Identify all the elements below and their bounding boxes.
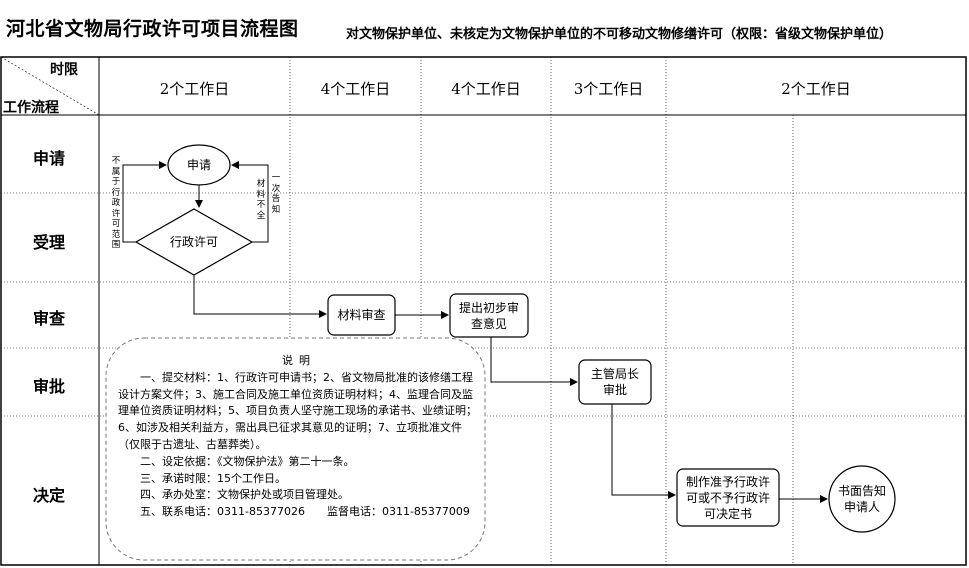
page-title: 河北省文物局行政许可项目流程图	[6, 18, 299, 40]
notes-box	[105, 337, 486, 561]
notify-node: 书面告知申请人	[837, 484, 886, 514]
license-decision-node: 行政许可	[169, 235, 218, 249]
decision-node: 制作准予行政许可或不予行政许可决定书	[685, 474, 770, 521]
table-border	[0, 56, 967, 566]
initial-opinion-node: 提出初步审查意见	[458, 300, 519, 331]
director-approval-shape	[578, 359, 652, 405]
column-header-1: 2个工作日	[159, 80, 230, 98]
column-header-2: 4个工作日	[320, 80, 391, 98]
column-header-3: 4个工作日	[451, 80, 521, 98]
notes-item-office: 四、承办处室：文物保护处或项目管理处。	[140, 488, 349, 502]
side-note-out-of-scope: 不属于行政许可范围	[111, 156, 121, 250]
initial-opinion-shape	[449, 293, 529, 338]
material-review-node: 材料审查	[337, 308, 386, 322]
row-header-accept: 受理	[32, 233, 65, 252]
row-header-decide: 决定	[32, 486, 65, 505]
time-limit-header: 时限	[50, 62, 78, 78]
row-header-review: 审查	[32, 309, 65, 328]
row-header-apply: 申请	[32, 149, 65, 168]
workflow-header: 工作流程	[3, 100, 59, 116]
notes-heading: 说明	[282, 354, 316, 367]
row-dividers	[1, 192, 966, 417]
column-header-5: 2个工作日	[781, 80, 851, 98]
side-note-one-time-notice: 一次告知	[271, 173, 281, 215]
notes-item-phone: 五、联系电话：0311-85377026 监督电话：0311-85377009	[140, 505, 470, 519]
notes-item-basis: 二、设定依据：《文物保护法》第二十一条。	[140, 454, 355, 468]
notes-item-time-limit: 三、承诺时限：15个工作日。	[140, 471, 286, 485]
row-header-approve: 审批	[32, 377, 65, 396]
decision-shape	[676, 468, 780, 527]
director-approval-node: 主管局长审批	[590, 367, 639, 397]
side-note-incomplete-materials: 材料不全	[256, 179, 266, 221]
notes-item-materials: 一、提交材料：1、行政许可申请书；2、省文物局批准的该修缮工程设计方案文件；3、…	[118, 370, 477, 451]
page-subtitle: 对文物保护单位、未核定为文物保护单位的不可移动文物修缮许可（权限：省级文物保护单…	[346, 27, 893, 42]
notes-text: 说明 一、提交材料：1、行政许可申请书；2、省文物局批准的该修缮工程设计方案文件…	[118, 353, 480, 521]
notify-shape	[828, 465, 896, 533]
apply-node: 申请	[186, 158, 211, 172]
column-header-4: 3个工作日	[573, 80, 644, 98]
